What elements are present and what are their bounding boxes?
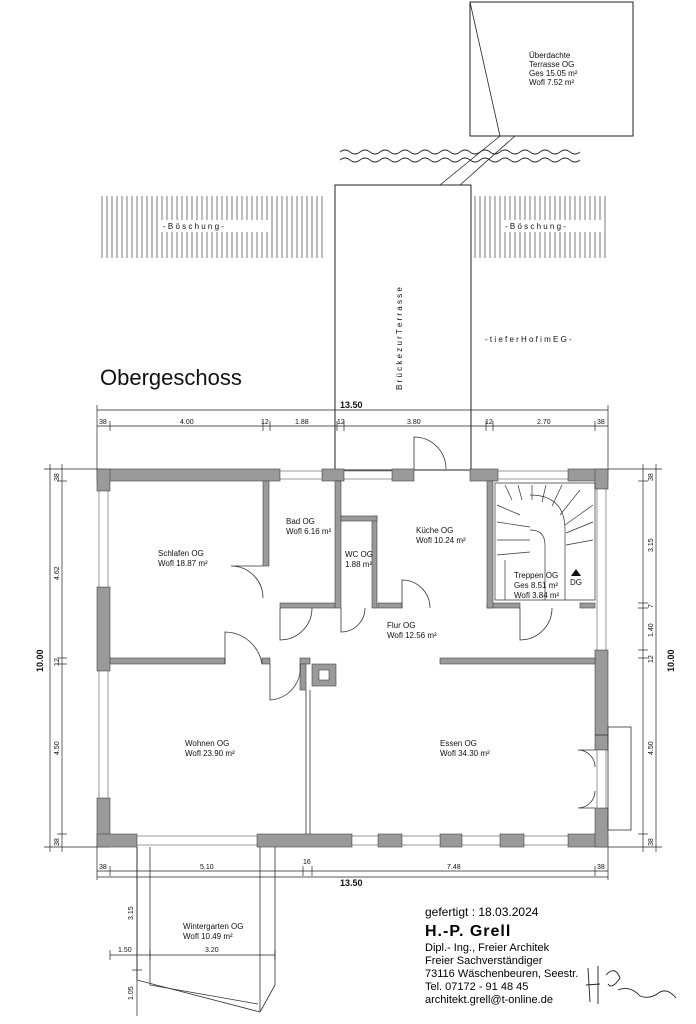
room-treppen-area2: Wofl 3.84 m² [514, 591, 560, 600]
staircase [494, 482, 596, 601]
footer-line-5: architekt.grell@t-online.de [425, 994, 553, 1006]
dim-top-1: 4.00 [180, 419, 194, 426]
doors [224, 436, 596, 834]
room-treppen-area1: Ges 8.51 m² [514, 581, 558, 590]
dim-top-8: 38 [597, 419, 605, 426]
courtyard-label: - t i e f e r H o f i m E G - [485, 335, 572, 344]
room-schlafen-name: Schlafen OG [158, 549, 204, 558]
terrace-label-1: Überdachte [529, 51, 571, 60]
bay-window [595, 726, 632, 831]
signature [585, 966, 677, 1004]
terrace-label-3: Ges 15.05 m² [529, 69, 578, 78]
dim-top-2: 12 [261, 419, 269, 426]
room-treppen-dg: DG [570, 578, 582, 587]
dim-bottom-3: 7.48 [447, 864, 461, 871]
room-kueche-area: Wofl 10.24 m² [416, 536, 466, 545]
dim-left-total: 10.00 [35, 649, 45, 672]
dim-top-5: 3.80 [407, 419, 421, 426]
terrace-label-4: Wofl 7.52 m² [529, 78, 575, 87]
arrow-up-icon [571, 569, 581, 576]
terrace: Überdachte Terrasse OG Ges 15.05 m² Wofl… [439, 1, 634, 186]
dim-top-6: 12 [485, 419, 493, 426]
dim-left-1: 4.62 [54, 566, 61, 580]
dim-right-3: 1.40 [648, 623, 655, 637]
dim-left-0: 38 [54, 473, 61, 481]
room-flur-area: Wofl 12.56 m² [387, 631, 437, 640]
terrace-label-2: Terrasse OG [529, 60, 574, 69]
dim-right-4: 12 [648, 655, 655, 663]
room-wohnen-area: Wofl 23.90 m² [185, 749, 235, 758]
room-bad-name: Bad OG [286, 517, 315, 526]
room-essen-name: Essen OG [440, 739, 477, 748]
bridge: B r ü c k e z u r T e r r a s s e [334, 184, 472, 471]
room-wintergarten-area: Wofl 10.49 m² [183, 932, 233, 941]
dim-top-total: 13.50 [340, 400, 363, 410]
room-essen-area: Wofl 34.30 m² [440, 749, 490, 758]
slope-left-label: - B ö s c h u n g - [163, 222, 224, 231]
slope-left: - B ö s c h u n g - [101, 196, 323, 258]
dim-top-4: 12 [337, 419, 345, 426]
dimension-bottom [96, 847, 609, 880]
dim-bottom-2: 16 [303, 859, 311, 866]
footer-line-3: 73116 Wäschenbeuren, Seestr. [425, 968, 578, 980]
dim-top-0: 38 [99, 419, 107, 426]
dim-wg-3: 1.05 [128, 986, 135, 1000]
footer-line-4: Tel. 07172 - 91 48 45 [425, 981, 528, 993]
room-wohnen-name: Wohnen OG [185, 739, 229, 748]
water-waves [339, 149, 581, 163]
dim-left-4: 38 [54, 838, 61, 846]
dim-bottom-4: 38 [597, 864, 605, 871]
dim-bottom-1: 5.10 [200, 864, 214, 871]
dim-wg-1: 1.50 [118, 947, 132, 954]
room-wc-area: 1.88 m² [345, 560, 372, 569]
room-wintergarten-name: Wintergarten OG [183, 922, 243, 931]
dim-bottom-0: 38 [99, 864, 107, 871]
dim-right-6: 38 [648, 838, 655, 846]
dim-wg-0: 3.15 [128, 906, 135, 920]
windows [98, 470, 607, 846]
dimension-right [608, 464, 662, 852]
walls [96, 468, 609, 848]
slope-right: - B ö s c h u n g - [474, 196, 606, 258]
dim-wg-2: 3.20 [205, 947, 219, 954]
footer-line-1: Dipl.- Ing., Freier Architek [425, 942, 550, 954]
dim-right-5: 4.50 [648, 741, 655, 755]
room-flur-name: Flur OG [387, 621, 415, 630]
dim-bottom-total: 13.50 [340, 878, 363, 888]
room-wc-name: WC OG [345, 550, 373, 559]
dimension-left [44, 464, 97, 852]
room-schlafen-area: Wofl 18.87 m² [158, 559, 208, 568]
bridge-label: B r ü c k e z u r T e r r a s s e [395, 287, 404, 390]
dim-top-3: 1.88 [295, 419, 309, 426]
dim-right-0: 38 [648, 473, 655, 481]
slope-right-label: - B ö s c h u n g - [505, 222, 566, 231]
footer-line-2: Freier Sachverständiger [425, 955, 543, 967]
dim-right-1: 3.15 [648, 538, 655, 552]
dim-left-3: 4.50 [54, 741, 61, 755]
page-title: Obergeschoss [100, 365, 242, 390]
dim-top-7: 2.70 [537, 419, 551, 426]
dim-right-2: 7 [648, 604, 655, 608]
footer-name: H.-P. Grell [425, 923, 511, 940]
dimension-top [96, 405, 609, 470]
room-treppen-name: Treppen OG [514, 571, 558, 580]
dimension-wintergarten [109, 847, 276, 1016]
dim-left-2: 12 [54, 658, 61, 666]
footer-date: gefertigt : 18.03.2024 [425, 905, 539, 919]
dim-right-total: 10.00 [666, 649, 676, 672]
room-bad-area: Wofl 6.16 m² [286, 527, 332, 536]
room-kueche-name: Küche OG [416, 526, 453, 535]
